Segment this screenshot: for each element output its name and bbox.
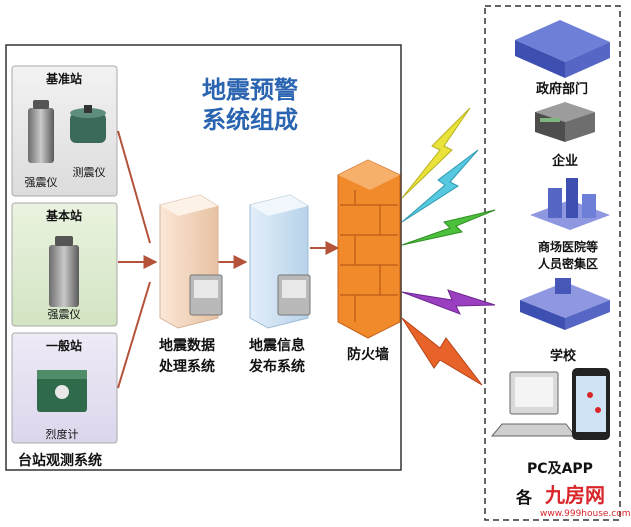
- general-device-1-label: 烈度计: [45, 428, 79, 441]
- receiver-school-label: 学校: [549, 349, 577, 364]
- city-block-icon: [530, 178, 610, 230]
- lightning-school-icon: [401, 289, 496, 315]
- reference-device-1-label: 强震仪: [24, 176, 58, 189]
- firewall-icon: [337, 159, 401, 339]
- watermark-logo: 九房网: [544, 483, 605, 507]
- strong-motion-instrument-icon: [49, 236, 79, 307]
- pc-and-phone-icon: [490, 368, 610, 440]
- lightning-pc-app-icon: [401, 317, 483, 386]
- enterprise-building-icon: [535, 102, 595, 142]
- receiver-enterprise-label: 企业: [551, 154, 579, 169]
- reference-device-2-label: 测震仪: [72, 166, 106, 179]
- receiver-footer-partial: 各: [516, 488, 533, 507]
- school-building-icon: [520, 278, 610, 330]
- processing-server-icon: [159, 194, 223, 329]
- reference-station-box: [11, 65, 118, 197]
- title-line-2: 系统组成: [202, 106, 298, 134]
- processing-system-line-2: 处理系统: [159, 359, 215, 375]
- lightning-enterprise-icon: [401, 149, 479, 223]
- receiver-dense-area-label-2: 人员密集区: [537, 257, 599, 271]
- basic-station-label: 基本站: [45, 209, 83, 223]
- arrow-reference-to-processing: [117, 130, 151, 244]
- publishing-system-line-1: 地震信息: [249, 338, 305, 354]
- publishing-server-icon: [249, 194, 311, 329]
- government-building-icon: [515, 20, 610, 78]
- watermark-url: www.999house.com: [540, 509, 631, 519]
- processing-system-line-1: 地震数据: [159, 338, 215, 354]
- publishing-system-line-2: 发布系统: [249, 359, 305, 375]
- seismometer-icon: [70, 105, 106, 143]
- station-group-label: 台站观测系统: [18, 453, 102, 469]
- receiver-pc-app-label: PC及APP: [527, 461, 593, 477]
- basic-device-1-label: 强震仪: [47, 308, 81, 321]
- title-line-1: 地震预警: [202, 76, 298, 104]
- arrow-general-to-processing: [117, 281, 151, 389]
- general-station-label: 一般站: [45, 339, 83, 353]
- receivers-panel: [484, 5, 621, 521]
- firewall-label: 防火墙: [347, 347, 389, 363]
- intensity-meter-icon: [37, 370, 87, 412]
- lightning-government-icon: [401, 107, 471, 199]
- reference-station-label: 基准站: [45, 72, 83, 86]
- receiver-dense-area-label-1: 商场医院等: [537, 240, 599, 254]
- receiver-government-label: 政府部门: [535, 82, 589, 97]
- lightning-dense-area-icon: [401, 209, 496, 246]
- strong-motion-instrument-icon: [28, 100, 54, 163]
